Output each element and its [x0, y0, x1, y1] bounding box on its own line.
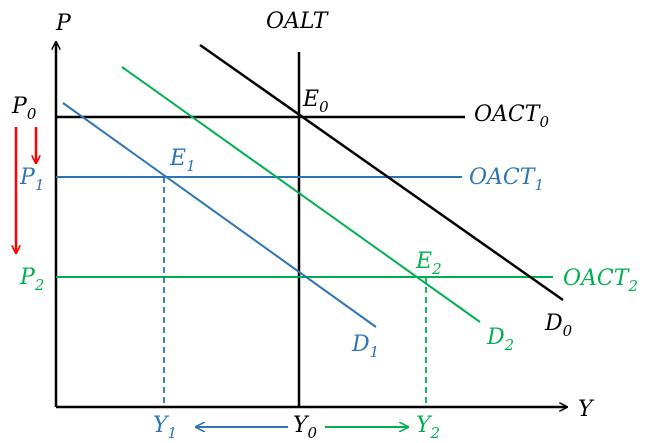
y0-label: Y0 [293, 413, 318, 442]
oact0-label: OACT0 [474, 102, 549, 131]
e1-label: E1 [169, 146, 196, 175]
e2-label: E2 [415, 249, 442, 278]
oact1-label: OACT1 [469, 165, 544, 194]
d1-line [62, 102, 377, 328]
y1-label: Y1 [153, 413, 177, 442]
oalt-label: OALT [266, 9, 330, 34]
e0-label: E0 [302, 87, 329, 116]
oact2-label: OACT2 [563, 266, 638, 295]
y-axis-label: P [55, 11, 72, 36]
d2-label: D2 [486, 325, 514, 354]
x-axis-label: Y [578, 397, 595, 422]
y2-label: Y2 [416, 413, 440, 442]
p1-label: P1 [19, 165, 44, 194]
d2-line [121, 66, 481, 323]
d0-label: D0 [544, 311, 573, 340]
d0-line [199, 43, 564, 302]
p0-label: P0 [11, 94, 37, 123]
d1-label: D1 [351, 332, 379, 361]
p2-label: P2 [19, 265, 44, 294]
